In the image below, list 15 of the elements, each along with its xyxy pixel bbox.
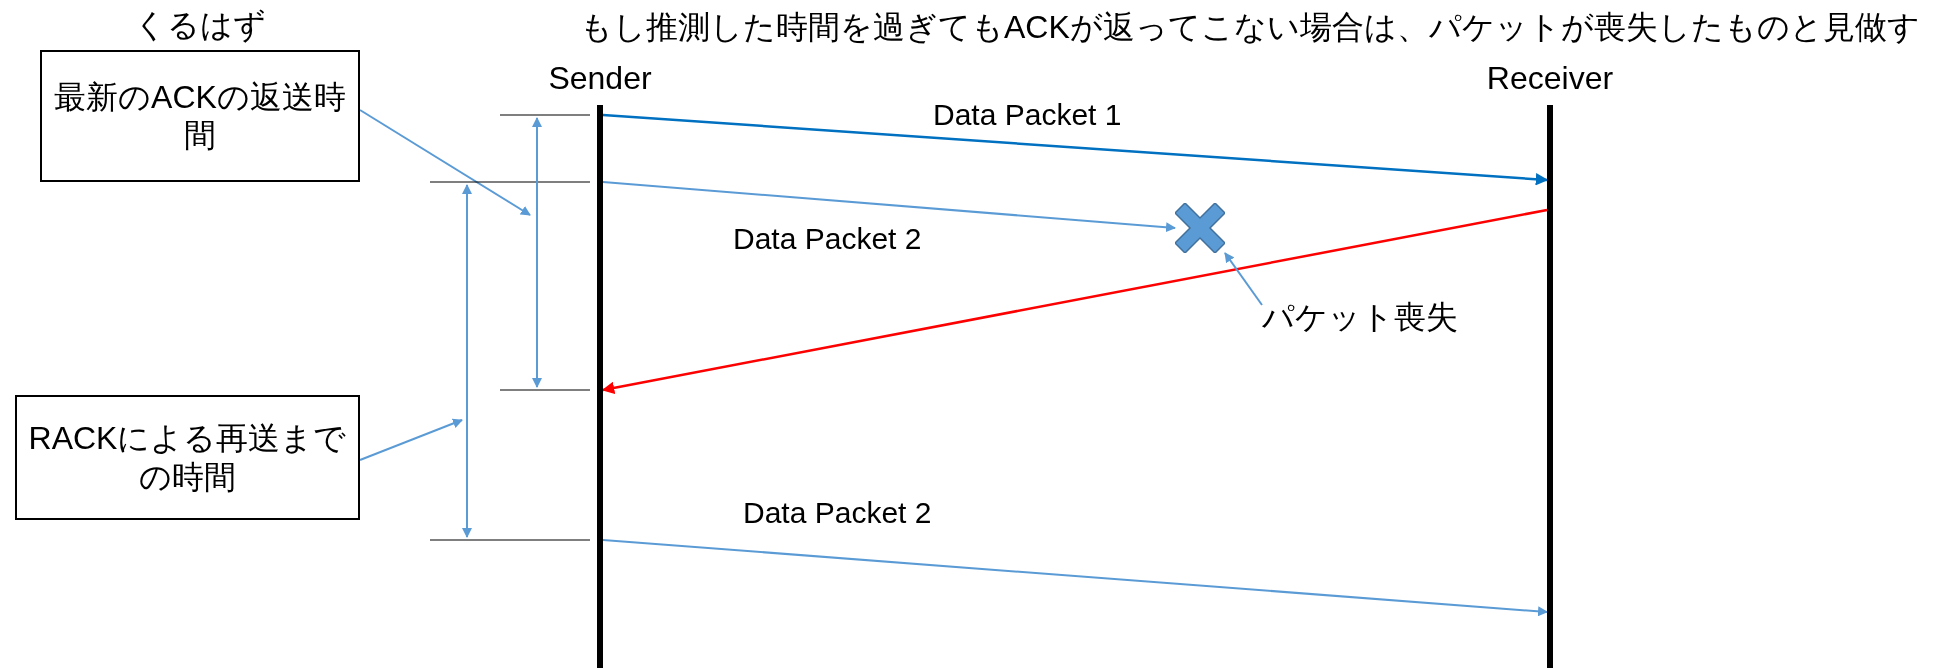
heading-text: くるはず: [133, 6, 267, 45]
leader-line: [1224, 252, 1263, 306]
message-arrow: [601, 208, 1548, 395]
callout-text: RACKによる再送までの時間: [27, 419, 348, 496]
message-arrow: [602, 181, 1176, 233]
annotation-text: パケット喪失: [1262, 299, 1458, 335]
callout-box: [15, 395, 360, 520]
lifeline-label: Receiver: [1485, 59, 1615, 98]
leader-line: [359, 109, 531, 216]
message-arrow: [602, 539, 1548, 617]
leader-line: [359, 418, 463, 461]
lifeline-label: Sender: [547, 59, 653, 98]
callout-text: 最新のACKの返送時間: [53, 77, 347, 155]
message-arrow: [602, 113, 1549, 186]
note-text: もし推測した時間を過ぎてもACKが返ってこない場合は、パケットが喪失したものと見做す: [580, 8, 1920, 47]
